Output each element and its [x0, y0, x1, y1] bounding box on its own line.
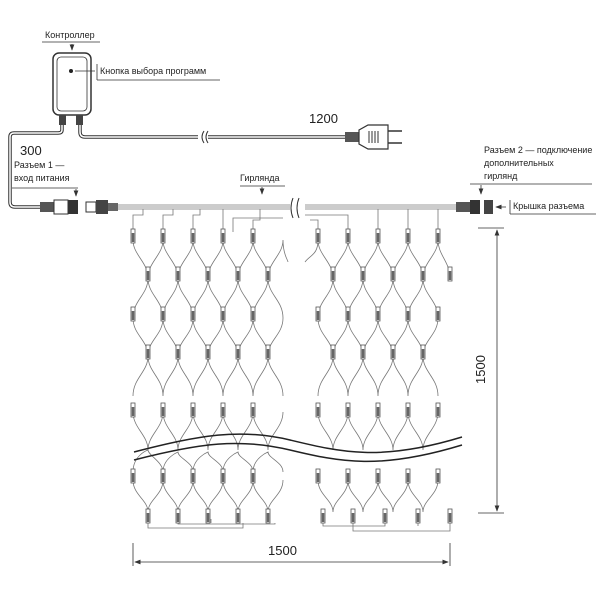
width-value: 1500 [268, 543, 297, 558]
connector-cap-label: Крышка разъема [513, 201, 585, 211]
connector-2-label-line3: гирлянд [484, 171, 518, 181]
controller-label: Контроллер [45, 30, 95, 40]
garland-wire [118, 197, 456, 219]
controller-box [42, 41, 220, 125]
bulbs [130, 228, 453, 524]
connector-1-label-line1: Разъем 1 — [14, 160, 65, 170]
width-dimension [132, 543, 451, 566]
program-button-label: Кнопка выбора программ [100, 66, 207, 76]
power-plug-icon [345, 124, 402, 150]
power-cable-length: 1200 [309, 111, 338, 126]
garland-label: Гирлянда [240, 173, 280, 183]
connector-2-label-line2: дополнительных [484, 158, 554, 168]
height-dimension [478, 227, 504, 514]
connector-2-label-line1: Разъем 2 — подключение [484, 145, 593, 155]
connector-2-icon [456, 200, 493, 214]
connector-1-label-line2: вход питания [14, 173, 70, 183]
net-left [132, 209, 289, 529]
connector-1-icon [40, 199, 118, 215]
program-button-icon [69, 69, 73, 73]
height-value: 1500 [472, 355, 488, 384]
controller-cable-length: 300 [20, 143, 42, 158]
break-wave [133, 433, 463, 463]
